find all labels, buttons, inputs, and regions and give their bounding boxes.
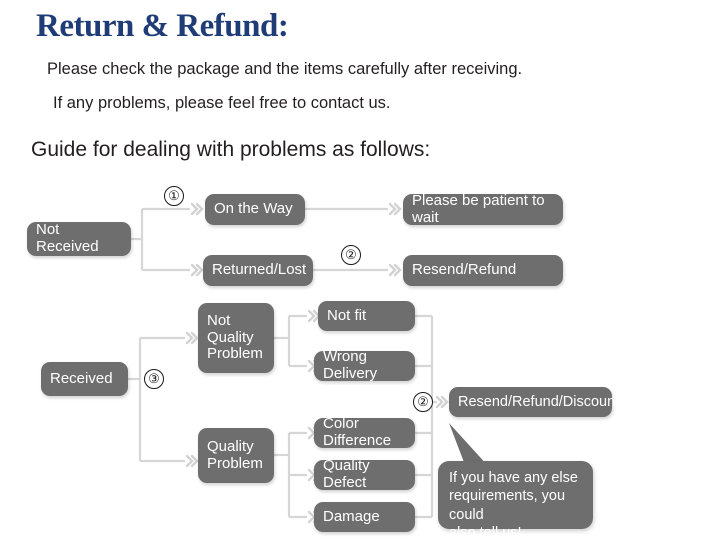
marker-step-3: ③ [144,369,164,389]
node-please-be-patient-to-wait[interactable]: Please be patient to wait [403,192,563,225]
instruction-line-1: Please check the package and the items c… [47,60,523,78]
node-quality-defect[interactable]: Quality Defect [314,457,415,491]
node-not-received[interactable]: Not Received [27,221,131,256]
node-damage[interactable]: Damage [314,502,415,532]
node-resend-refund-discount[interactable]: Resend/Refund/Discount [449,387,619,417]
instruction-line-2: If any problems, please feel free to con… [53,94,391,112]
guide-heading: Guide for dealing with problems as follo… [31,138,431,161]
marker-step-2-bottom: ② [413,392,433,412]
node-returned-lost[interactable]: Returned/Lost [203,255,313,286]
page-title: Return & Refund: [36,8,289,44]
node-wrong-delivery[interactable]: Wrong Delivery [314,348,415,382]
callout-extra-requirements: If you have any else requirements, you c… [438,461,593,541]
node-received[interactable]: Received [41,362,128,396]
node-quality-problem[interactable]: Quality Problem [198,428,274,483]
marker-step-1: ① [164,186,184,206]
marker-step-2-top: ② [341,245,361,265]
node-resend-refund[interactable]: Resend/Refund [403,255,563,286]
node-not-quality-problem[interactable]: Not Quality Problem [198,303,274,373]
node-not-fit[interactable]: Not fit [318,301,415,331]
node-color-difference[interactable]: Color Difference [314,415,415,449]
node-on-the-way[interactable]: On the Way [205,194,305,225]
